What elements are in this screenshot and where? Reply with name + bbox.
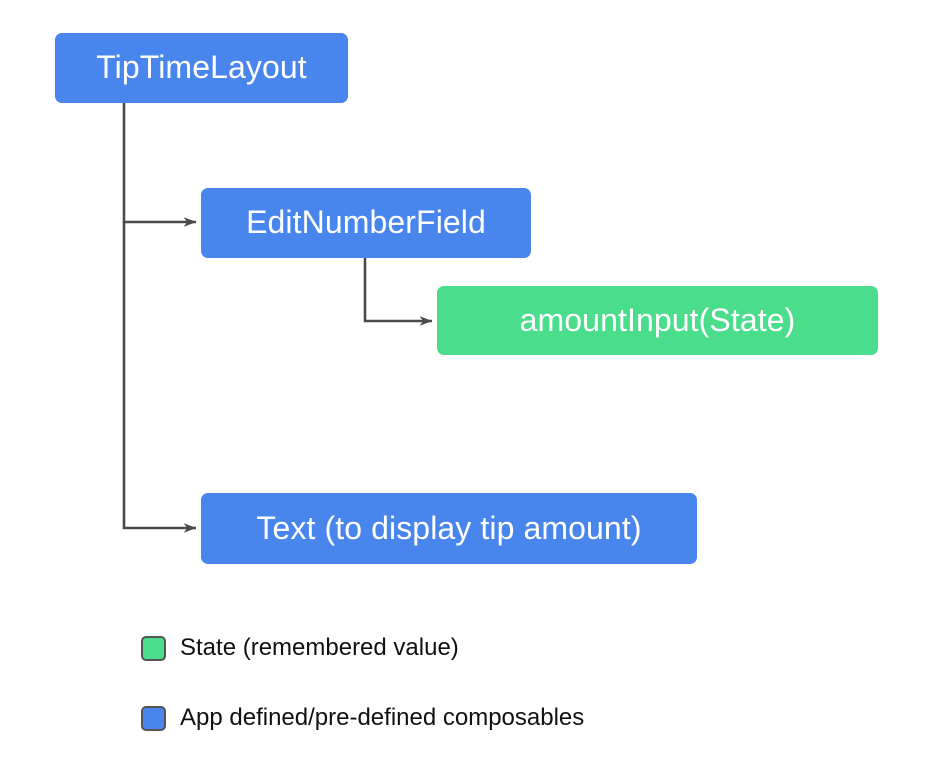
legend-swatch-composables-icon — [141, 705, 166, 731]
node-amountinput-state[interactable]: amountInput(State) — [437, 286, 878, 355]
node-editnumberfield[interactable]: EditNumberField — [201, 188, 531, 258]
legend: State (remembered value) App defined/pre… — [141, 628, 741, 768]
node-tiptimelayout[interactable]: TipTimeLayout — [55, 33, 348, 103]
edge-tiptimelayout-to-text — [122, 222, 197, 533]
node-text-tip-amount[interactable]: Text (to display tip amount) — [201, 493, 697, 564]
node-editnumberfield-label: EditNumberField — [246, 204, 486, 240]
legend-item-state: State (remembered value) — [141, 628, 741, 668]
legend-item-composables: App defined/pre-defined composables — [141, 698, 741, 738]
edge-tiptimelayout-to-editnumberfield — [122, 103, 197, 227]
node-tiptimelayout-label: TipTimeLayout — [96, 49, 307, 85]
legend-item-state-label: State (remembered value) — [180, 634, 459, 661]
legend-swatch-state-icon — [141, 635, 166, 661]
legend-item-composables-label: App defined/pre-defined composables — [180, 704, 585, 731]
node-amountinput-state-label: amountInput(State) — [519, 301, 796, 338]
edge-editnumberfield-to-amountinput — [363, 258, 433, 326]
node-text-tip-amount-label: Text (to display tip amount) — [256, 509, 642, 546]
